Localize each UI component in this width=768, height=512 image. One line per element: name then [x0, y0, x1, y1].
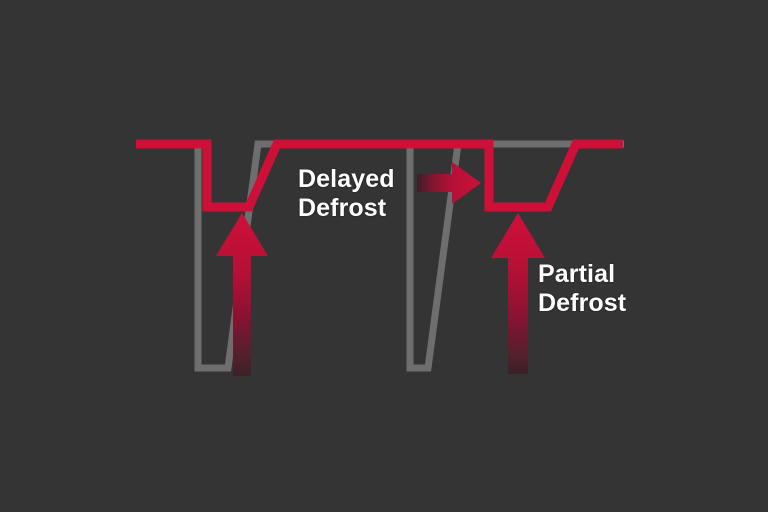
delayed-partial-defrost-waveform	[136, 139, 623, 212]
right-arrow-shape	[417, 162, 481, 204]
red-cycle-line	[136, 139, 623, 212]
delay-shift-arrow	[417, 162, 481, 204]
up-arrow-shape-1	[216, 213, 268, 376]
first-defrost-depth-arrow	[216, 213, 268, 376]
up-arrow-shape-2	[491, 213, 545, 374]
second-defrost-depth-arrow	[491, 213, 545, 374]
partial-defrost-label: Partial Defrost	[538, 260, 627, 317]
delayed-defrost-label: Delayed Defrost	[298, 165, 395, 222]
